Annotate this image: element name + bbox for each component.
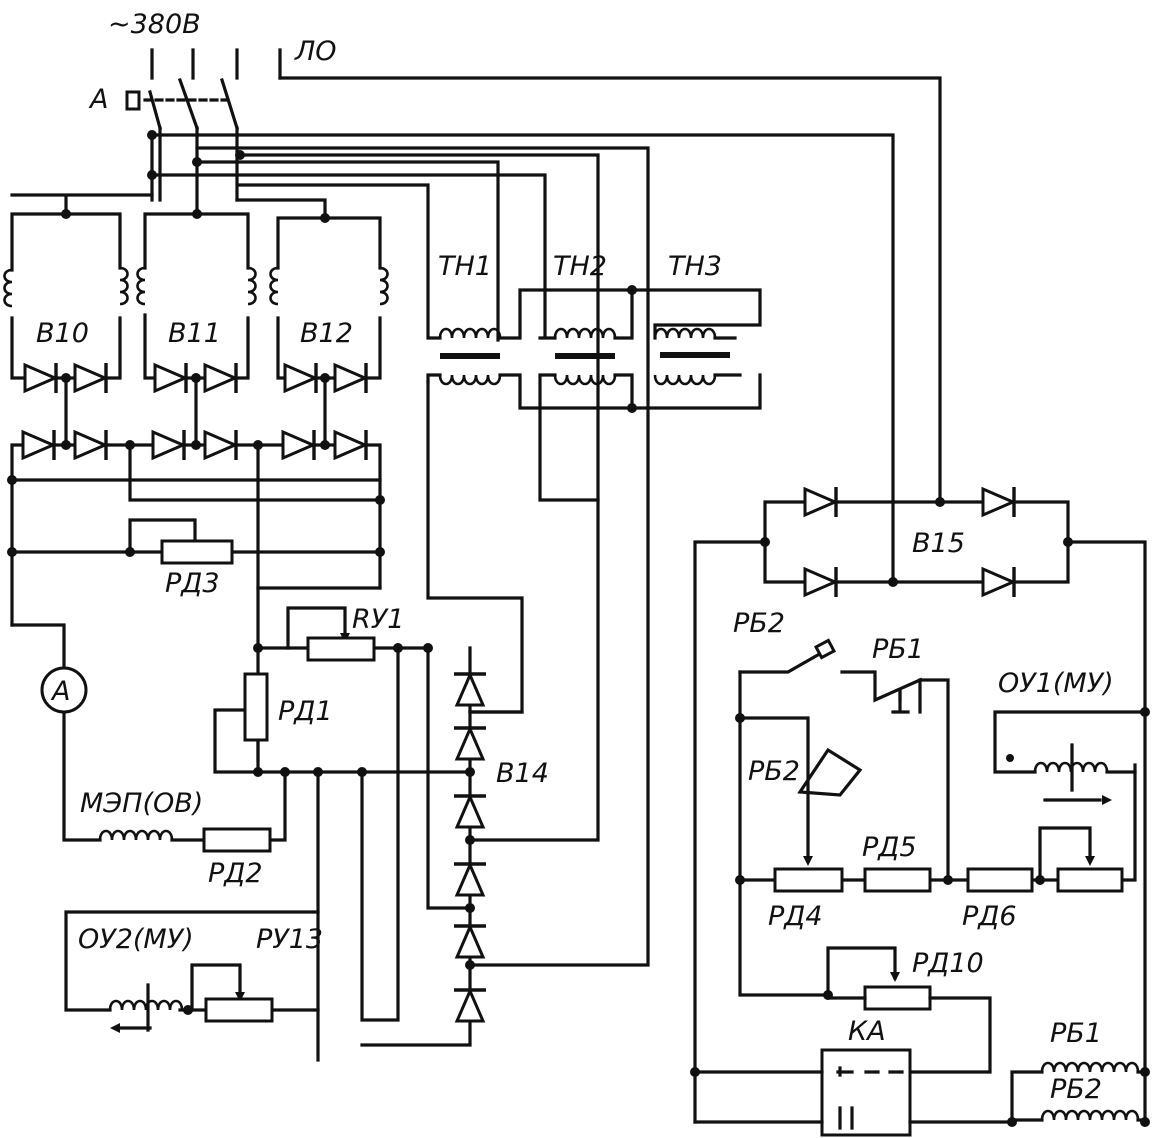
label-rd4: РД4 bbox=[768, 901, 823, 932]
label-mep: МЭП(ОВ) bbox=[80, 788, 203, 819]
label-oy1: ОУ1(МУ) bbox=[998, 668, 1114, 699]
label-v14: В14 bbox=[496, 758, 549, 789]
label-rd10: РД10 bbox=[912, 948, 984, 979]
rectifier-v15 bbox=[693, 485, 1147, 1124]
label-v11: В11 bbox=[168, 318, 221, 349]
resistor-rd2 bbox=[202, 827, 272, 853]
label-rd2: РД2 bbox=[208, 858, 263, 889]
breaker-handle-icon bbox=[125, 90, 141, 111]
ammeter-icon bbox=[40, 666, 88, 714]
rd1-ry1-block bbox=[213, 606, 472, 1062]
rd10-wire bbox=[826, 996, 992, 1074]
transformers bbox=[426, 288, 762, 502]
resistor-rd7 bbox=[1056, 867, 1124, 893]
resistor-rd1 bbox=[243, 672, 269, 742]
rectifier-v14 bbox=[360, 380, 524, 1047]
label-rb1-top: РБ1 bbox=[872, 634, 924, 665]
label-v10: В10 bbox=[36, 318, 89, 349]
label-oy2: ОУ2(МУ) bbox=[78, 924, 194, 955]
label-ry1: RУ1 bbox=[352, 604, 404, 635]
label-rb2-top: РБ2 bbox=[733, 608, 785, 639]
label-tn1: ТН1 bbox=[438, 251, 492, 282]
lighting-wire bbox=[278, 76, 942, 500]
label-v15: В15 bbox=[912, 528, 965, 559]
resistor-rd3 bbox=[160, 539, 234, 565]
resistor-rd4 bbox=[773, 867, 844, 893]
label-rd5: РД5 bbox=[862, 832, 917, 863]
label-tn3: ТН3 bbox=[668, 251, 722, 282]
ka-relay bbox=[820, 1048, 912, 1137]
label-lo: ЛО bbox=[294, 36, 337, 67]
label-ka: КА bbox=[848, 1016, 886, 1047]
resistor-rd5 bbox=[863, 867, 932, 893]
phase-feeders bbox=[150, 133, 895, 967]
label-rb2-coil: РБ2 bbox=[1050, 1074, 1102, 1105]
label-ry13: РУ13 bbox=[256, 924, 323, 955]
supply-lines bbox=[125, 48, 282, 212]
label-tn2: ТН2 bbox=[553, 251, 607, 282]
label-voltage: ~380В bbox=[108, 9, 201, 40]
label-rd6: РД6 bbox=[962, 901, 1017, 932]
relay-contacts bbox=[738, 638, 1137, 997]
mep-winding bbox=[98, 829, 174, 841]
label-breaker: А bbox=[88, 84, 108, 115]
label-v12: В12 bbox=[300, 318, 353, 349]
junction-dots bbox=[7, 130, 1150, 1127]
label-rd1: РД1 bbox=[278, 696, 333, 727]
label-ammeter: А bbox=[50, 676, 70, 707]
oy1-block bbox=[993, 710, 1147, 805]
resistor-rd6 bbox=[966, 867, 1034, 893]
ammeter-wire bbox=[10, 623, 102, 842]
label-rd3: РД3 bbox=[165, 568, 220, 599]
resistor-ry1 bbox=[306, 636, 376, 662]
resistor-ry13 bbox=[204, 997, 274, 1023]
resistor-rd10 bbox=[863, 985, 932, 1011]
label-rb1-coil: РБ1 bbox=[1050, 1018, 1102, 1049]
label-rb2-mid: РБ2 bbox=[748, 756, 800, 787]
